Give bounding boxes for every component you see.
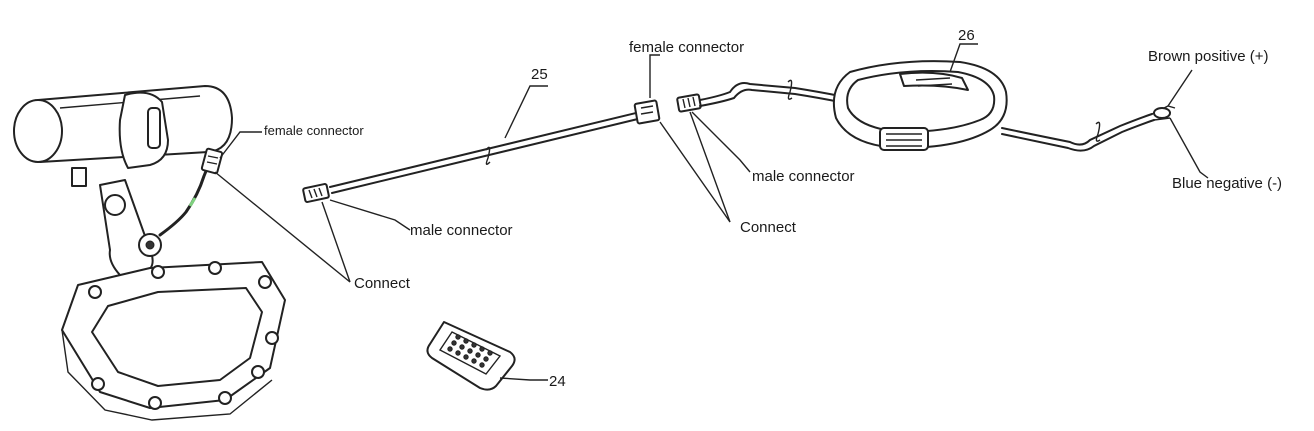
remote-buttons <box>447 334 493 368</box>
leader-lines <box>214 43 1209 381</box>
label-male-connector-right: male connector <box>752 168 855 185</box>
label-callout-25: 25 <box>531 66 548 83</box>
controller-assembly-26 <box>676 60 1176 152</box>
mount-arm <box>99 179 162 276</box>
lamp-clamp <box>118 91 169 169</box>
label-male-connector-left: male connector <box>410 222 513 239</box>
controller-male-connector <box>676 93 702 113</box>
label-female-connector-left: female connector <box>264 123 364 138</box>
label-callout-26: 26 <box>958 27 975 44</box>
mount-ring-base <box>61 261 286 421</box>
label-brown-positive: Brown positive (+) <box>1148 48 1268 65</box>
label-blue-negative: Blue negative (-) <box>1172 175 1282 192</box>
label-connect-right: Connect <box>740 219 797 236</box>
controller-housing <box>832 60 1008 151</box>
lamp-foot <box>71 167 87 187</box>
extension-cable-25 <box>302 99 661 203</box>
led-light-assembly <box>13 85 286 421</box>
label-connect-left: Connect <box>354 275 411 292</box>
extension-female-connector <box>633 99 661 125</box>
lamp-female-connector <box>200 147 224 175</box>
remote-control-24 <box>426 321 516 391</box>
wire-leads <box>1151 105 1176 121</box>
extension-male-connector <box>302 183 330 203</box>
label-callout-24: 24 <box>549 373 566 390</box>
label-female-connector-top: female connector <box>629 39 744 56</box>
